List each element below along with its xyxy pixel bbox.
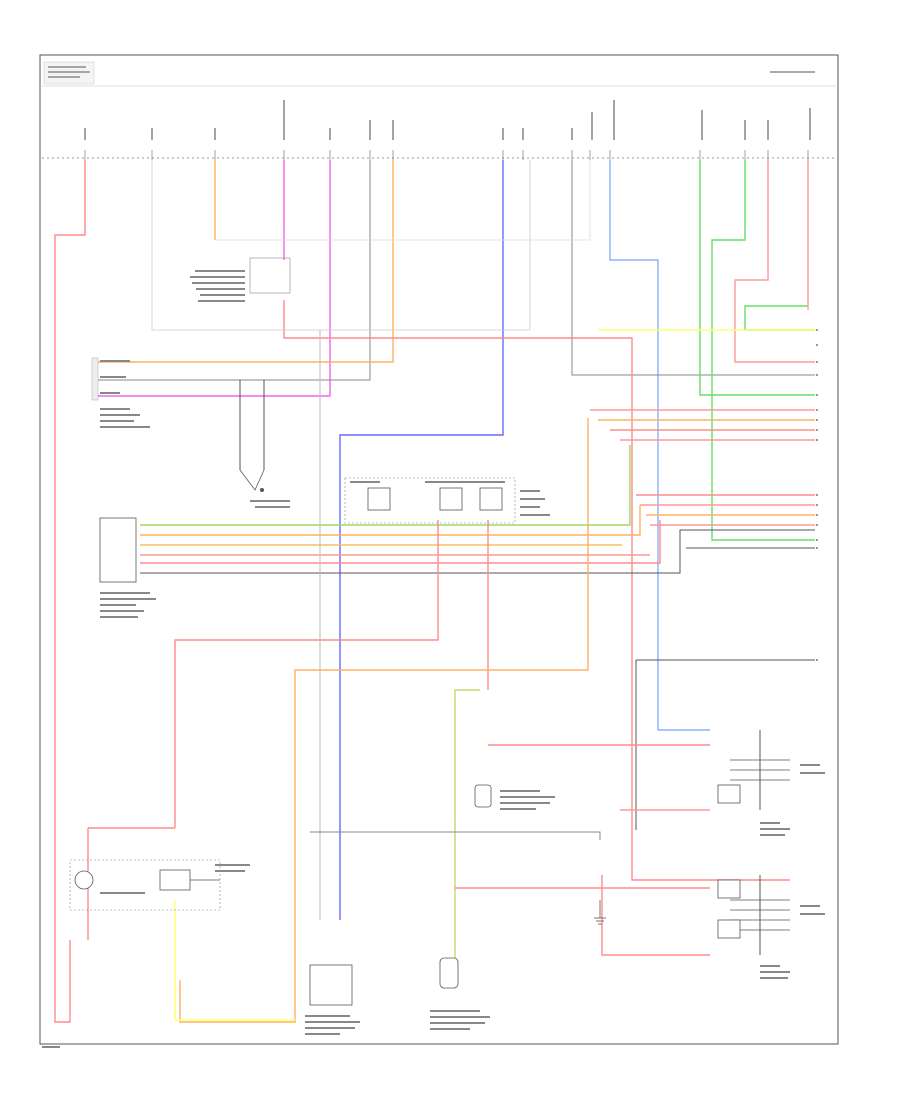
right-terminals xyxy=(816,329,818,661)
wire-orange-b xyxy=(98,160,394,363)
lamp-and-relay xyxy=(69,859,250,911)
wire-gray-s5 xyxy=(310,831,601,840)
wire-orange-relay3 xyxy=(179,418,589,1023)
right-motor-upper xyxy=(717,730,825,836)
header-connector xyxy=(42,61,836,159)
bottom-sensor xyxy=(430,957,490,1030)
wire-green-b xyxy=(711,160,815,541)
page-mark xyxy=(42,1046,60,1048)
wire-yellowgreen-lower xyxy=(174,900,295,1021)
left-connector-block xyxy=(99,517,156,618)
wire-dark-h6 xyxy=(140,529,815,574)
wire-gray-right xyxy=(571,160,815,376)
motor-icon xyxy=(439,957,459,989)
wire-lightblue-right xyxy=(609,160,710,731)
connector-icon xyxy=(717,784,741,804)
wire-red-left-trunk xyxy=(54,160,86,1023)
wire-red-h5 xyxy=(140,520,661,564)
wire-green-c xyxy=(744,305,815,331)
top-left-module xyxy=(190,257,291,302)
wire-green-h1 xyxy=(140,445,631,526)
header-pin-marks xyxy=(84,100,811,140)
wire-magenta-b xyxy=(98,160,331,397)
lamp-icon xyxy=(74,870,94,890)
relay-block xyxy=(344,477,550,524)
wire-pink-r1 xyxy=(734,160,815,363)
wire-red-s4 xyxy=(601,875,710,956)
center-switch xyxy=(239,380,290,508)
relay-coil-icon xyxy=(159,869,191,891)
wire-blue-main xyxy=(339,160,504,920)
wires xyxy=(54,160,815,1023)
wire-red-relay1 xyxy=(174,520,439,828)
wire-gray-a xyxy=(98,160,371,381)
header-pin-ticks xyxy=(84,150,809,160)
wire-red-r3 xyxy=(283,300,790,881)
middle-sensor xyxy=(474,784,555,810)
right-motor-lower xyxy=(717,875,825,979)
ground-icon xyxy=(594,900,606,925)
wire-yellowgreen xyxy=(454,689,480,960)
wire-orange-h2 xyxy=(140,505,641,536)
wire-faint-2 xyxy=(215,160,591,241)
wire-green-a xyxy=(699,160,815,396)
wire-faint-1 xyxy=(151,160,531,331)
bottom-control-unit xyxy=(305,964,360,1035)
diagram-frame xyxy=(39,54,839,1045)
left-connector-a xyxy=(91,357,150,428)
